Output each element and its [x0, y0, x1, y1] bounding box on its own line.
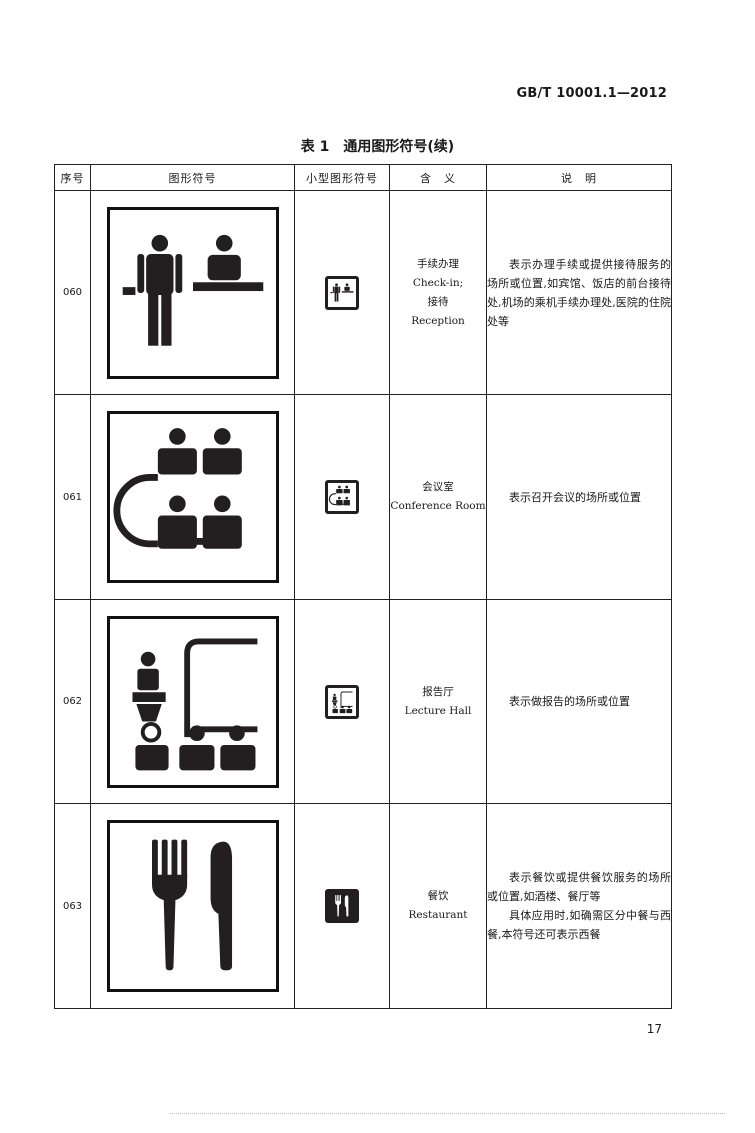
- standard-number: GB/T 10001.1—2012: [516, 86, 667, 101]
- meaning-line: Restaurant: [408, 909, 468, 921]
- restaurant-small-icon: [325, 889, 359, 923]
- row-number: 060: [54, 190, 91, 395]
- table-row: 060 手续办理 Check-in; 接待 Reception: [54, 190, 672, 395]
- meaning-line: 报告厅: [422, 685, 454, 698]
- description-text: 表示召开会议的场所或位置: [509, 490, 641, 504]
- column-header-meaning: 含 义: [389, 164, 487, 191]
- table-title-number: 表 1: [300, 139, 330, 155]
- restaurant-icon: [151, 839, 232, 971]
- lecture-hall-symbol: [106, 615, 279, 788]
- bottom-divider: [170, 1113, 725, 1114]
- column-header-description: 说 明: [486, 164, 672, 191]
- meaning-cell: 报告厅 Lecture Hall: [389, 599, 487, 804]
- small-symbol-cell: [294, 803, 390, 1009]
- meaning-line: Conference Room: [390, 500, 486, 512]
- table-title-text: 通用图形符号(续): [343, 139, 455, 155]
- check-in-reception-small-icon: [325, 275, 359, 310]
- description-cell: 表示召开会议的场所或位置: [486, 394, 672, 600]
- meaning-cell: 手续办理 Check-in; 接待 Reception: [389, 190, 487, 395]
- check-in-reception-icon: [122, 234, 263, 346]
- conference-room-symbol: [106, 411, 279, 583]
- meaning-line: Check-in;: [412, 276, 464, 289]
- meaning-line: Reception: [411, 314, 465, 327]
- symbol-cell: [90, 803, 295, 1009]
- row-number: 062: [54, 599, 91, 804]
- check-in-reception-symbol: [106, 206, 279, 379]
- description-text: 表示做报告的场所或位置: [509, 695, 630, 708]
- lecture-hall-icon: [111, 620, 275, 784]
- small-symbol-cell: [294, 190, 390, 395]
- description-cell: 表示办理手续或提供接待服务的场所或位置,如宾馆、饭店的前台接待处,机场的乘机手续…: [486, 190, 672, 395]
- conference-room-small-icon: [325, 480, 359, 514]
- column-header-symbol: 图形符号: [90, 164, 295, 191]
- description-text: 表示办理手续或提供接待服务的场所或位置,如宾馆、饭店的前台接待处,机场的乘机手续…: [487, 257, 671, 328]
- description-text: 表示餐饮或提供餐饮服务的场所或位置,如酒楼、餐厅等: [487, 871, 671, 903]
- lecture-hall-small-icon: [325, 684, 359, 719]
- meaning-cell: 会议室 Conference Room: [389, 394, 487, 600]
- column-header-number: 序号: [54, 164, 91, 191]
- description-text: 具体应用时,如确需区分中餐与西餐,本符号还可表示西餐: [487, 909, 671, 941]
- row-number: 061: [54, 394, 91, 600]
- row-number: 063: [54, 803, 91, 1009]
- description-cell: 表示餐饮或提供餐饮服务的场所或位置,如酒楼、餐厅等 具体应用时,如确需区分中餐与…: [486, 803, 672, 1009]
- conference-room-icon: [111, 415, 275, 579]
- table-title: 表 1 通用图形符号(续): [0, 136, 755, 156]
- symbol-table: 序号 图形符号 小型图形符号 含 义 说 明 060 手续办理: [54, 164, 672, 1009]
- description-cell: 表示做报告的场所或位置: [486, 599, 672, 804]
- meaning-line: Lecture Hall: [404, 704, 472, 717]
- page-number: 17: [646, 1022, 662, 1036]
- table-row: 062 报告厅 Lecture Hall 表示做报告的场所或位置: [54, 599, 672, 804]
- table-row: 063: [54, 803, 672, 1009]
- symbol-cell: [90, 190, 295, 395]
- meaning-cell: 餐饮 Restaurant: [389, 803, 487, 1009]
- table-header-row: 序号 图形符号 小型图形符号 含 义 说 明: [54, 164, 672, 191]
- meaning-line: 会议室: [422, 481, 454, 493]
- restaurant-symbol: [106, 820, 279, 992]
- meaning-line: 餐饮: [427, 890, 449, 902]
- symbol-cell: [90, 599, 295, 804]
- small-symbol-cell: [294, 599, 390, 804]
- column-header-small-symbol: 小型图形符号: [294, 164, 390, 191]
- meaning-line: 手续办理: [417, 257, 459, 270]
- symbol-cell: [90, 394, 295, 600]
- meaning-line: 接待: [427, 295, 449, 308]
- table-row: 061 会议室 Conference Room 表示召开会议的场所或位置: [54, 394, 672, 600]
- small-symbol-cell: [294, 394, 390, 600]
